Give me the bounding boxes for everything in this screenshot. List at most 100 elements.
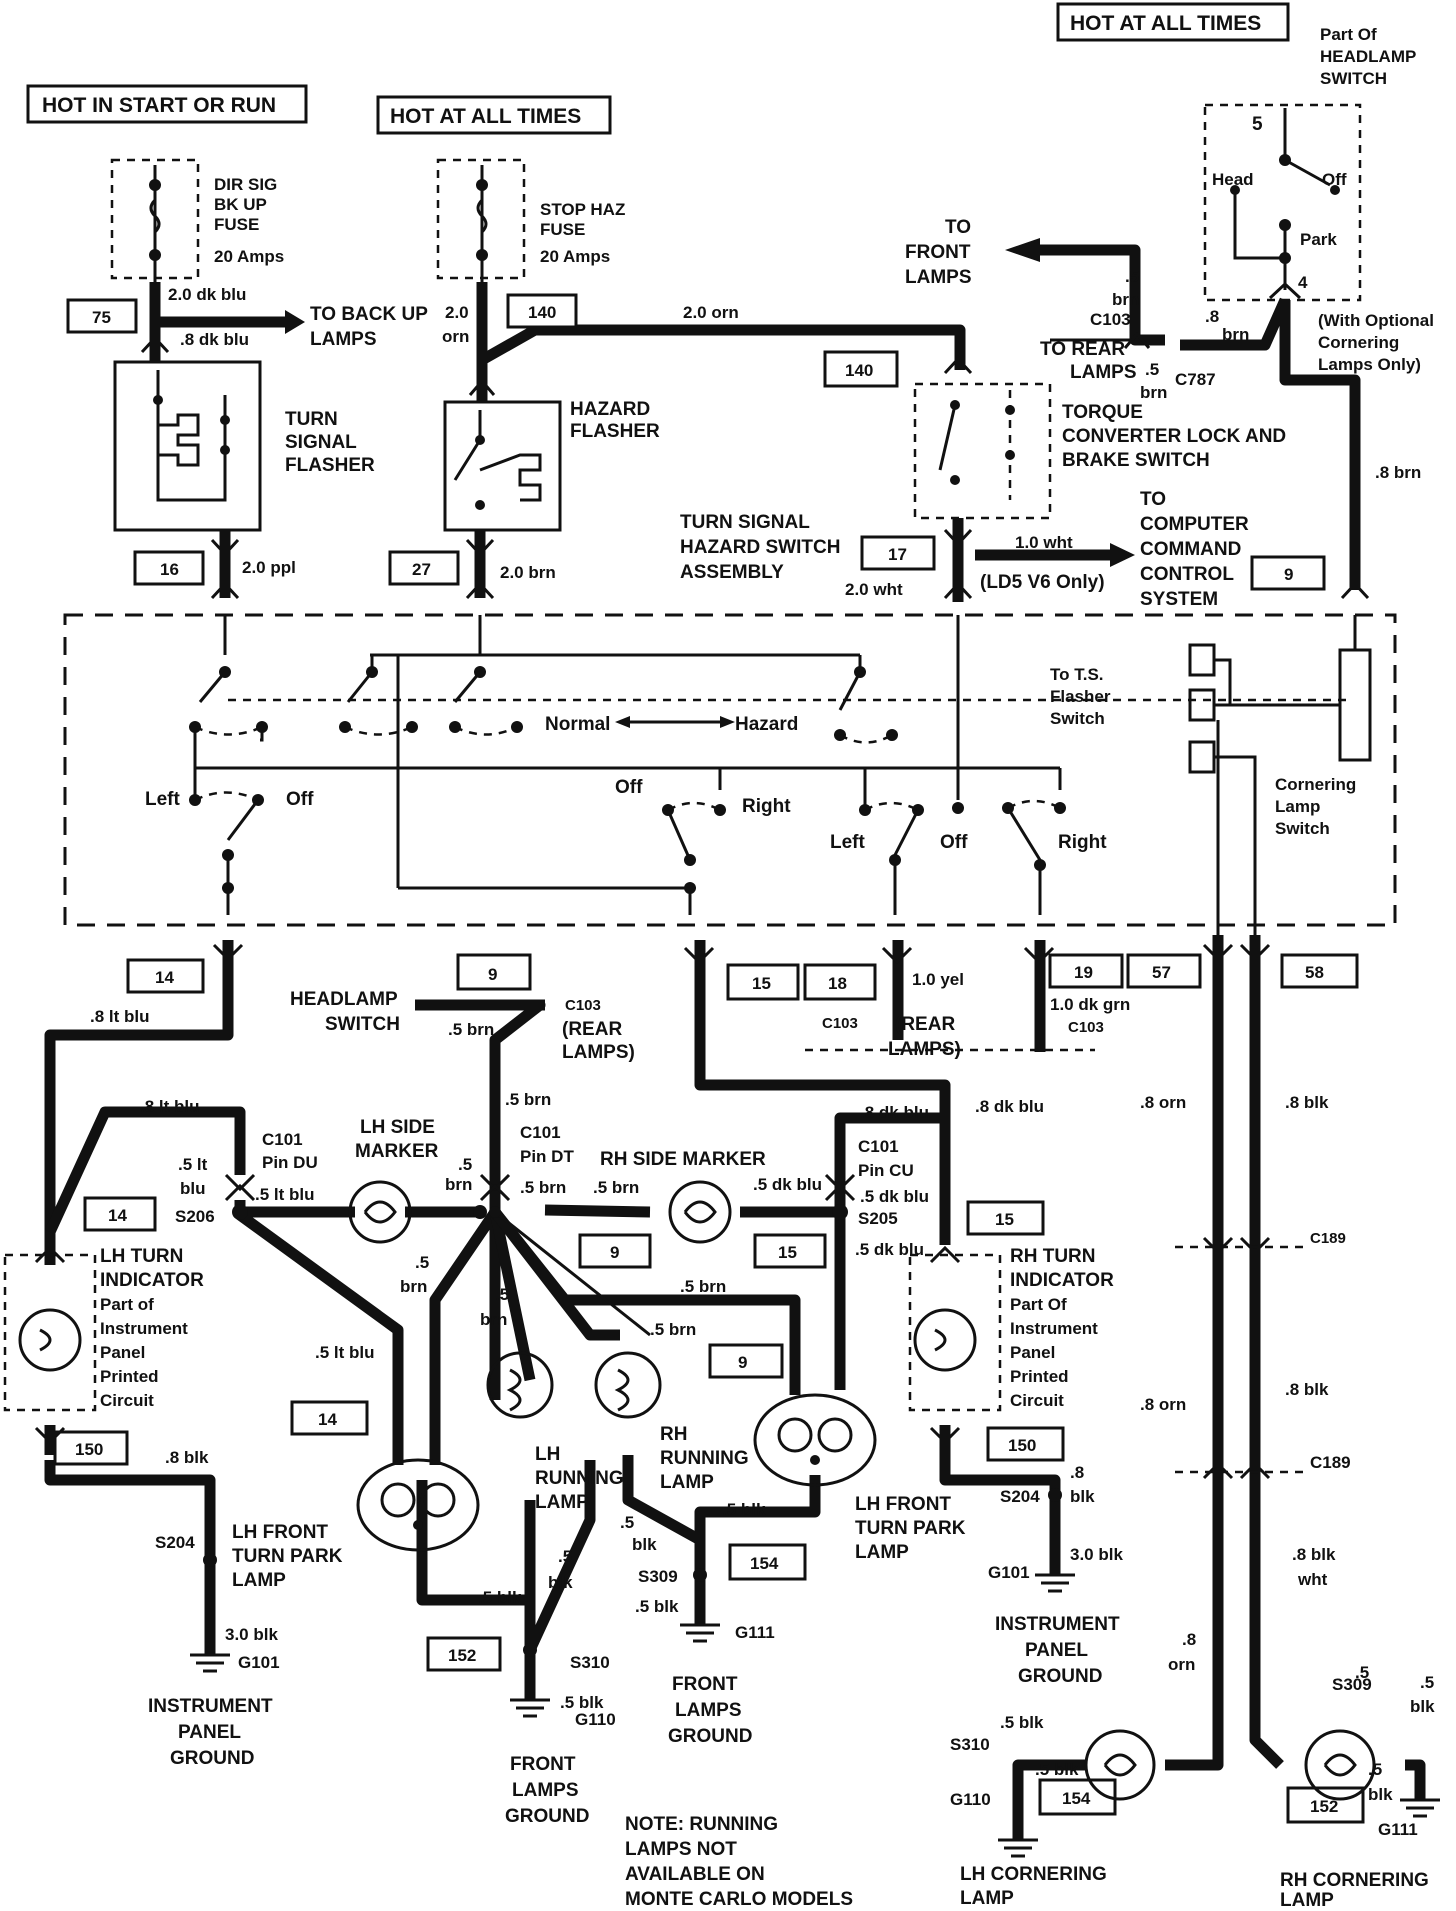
svg-text:LAMPS: LAMPS (905, 267, 972, 288)
svg-text:.8 blk: .8 blk (1285, 1380, 1329, 1399)
header-hot-start-run: HOT IN START OR RUN (26, 84, 308, 124)
svg-text:RUNNING: RUNNING (660, 1448, 749, 1469)
svg-text:CONVERTER LOCK AND: CONVERTER LOCK AND (1062, 426, 1286, 447)
svg-text:Right: Right (742, 796, 791, 817)
lh-side-marker-lamp: LH SIDE MARKER (348, 1117, 439, 1244)
svg-text:Circuit: Circuit (100, 1391, 154, 1410)
svg-text:15: 15 (995, 1210, 1014, 1229)
lh-cornering-lamp: LH CORNERING LAMP (960, 1729, 1156, 1909)
svg-text:TO REAR: TO REAR (1040, 339, 1125, 360)
svg-text:RUNNING: RUNNING (535, 1468, 624, 1489)
svg-text:Cornering: Cornering (1275, 775, 1356, 794)
svg-text:MONTE CARLO MODELS: MONTE CARLO MODELS (625, 1889, 853, 1906)
svg-text:GROUND: GROUND (170, 1748, 254, 1769)
svg-text:PANEL: PANEL (1025, 1640, 1088, 1661)
svg-text:C189: C189 (1310, 1453, 1351, 1472)
svg-text:G101: G101 (988, 1563, 1030, 1582)
svg-text:FLASHER: FLASHER (570, 421, 660, 442)
svg-text:TO BACK UP: TO BACK UP (310, 304, 428, 325)
svg-text:INDICATOR: INDICATOR (1010, 1270, 1114, 1291)
svg-text:LH SIDE: LH SIDE (360, 1117, 435, 1138)
svg-text:FRONT: FRONT (510, 1754, 576, 1775)
svg-text:TORQUE: TORQUE (1062, 402, 1143, 423)
headlamp-switch: 5 Head Off Park 4 Part Of HEADLAMP SWITC… (1203, 25, 1416, 302)
svg-text:154: 154 (750, 1554, 779, 1573)
svg-text:FUSE: FUSE (214, 215, 259, 234)
svg-text:17: 17 (888, 545, 907, 564)
svg-text:blk: blk (1368, 1785, 1393, 1804)
svg-text:LAMP: LAMP (232, 1570, 286, 1591)
svg-text:.8 orn: .8 orn (1140, 1395, 1186, 1414)
svg-text:Off: Off (286, 789, 314, 810)
svg-text:.5 blk: .5 blk (1035, 1760, 1079, 1779)
svg-text:20 Amps: 20 Amps (540, 247, 610, 266)
svg-text:LAMP: LAMP (660, 1472, 714, 1493)
svg-text:1.0 wht: 1.0 wht (1015, 533, 1073, 552)
svg-text:S309: S309 (638, 1567, 678, 1586)
svg-text:PANEL: PANEL (178, 1722, 241, 1743)
svg-text:blk: blk (1410, 1697, 1435, 1716)
svg-text:C103: C103 (565, 997, 601, 1014)
svg-text:2.0 brn: 2.0 brn (500, 563, 556, 582)
svg-text:HOT IN START OR RUN: HOT IN START OR RUN (42, 94, 276, 117)
misc-labels: TO BACK UP LAMPS TO FRONT LAMPS TO REAR … (148, 217, 1249, 1910)
svg-text:COMPUTER: COMPUTER (1140, 514, 1249, 535)
svg-text:LAMPS: LAMPS (1070, 362, 1137, 383)
svg-text:.8 blk: .8 blk (165, 1448, 209, 1467)
svg-text:75: 75 (92, 308, 111, 327)
svg-text:brn: brn (1112, 290, 1139, 309)
svg-text:Park: Park (1300, 230, 1337, 249)
svg-text:.5 brn: .5 brn (680, 1277, 726, 1296)
svg-text:LH CORNERING: LH CORNERING (960, 1864, 1107, 1885)
svg-text:LAMPS NOT: LAMPS NOT (625, 1839, 737, 1860)
svg-text:Normal: Normal (545, 714, 610, 735)
svg-text:S310: S310 (950, 1735, 990, 1754)
svg-text:BK UP: BK UP (214, 195, 267, 214)
svg-text:.5 blk: .5 blk (722, 1500, 766, 1519)
svg-text:CONTROL: CONTROL (1140, 564, 1234, 585)
svg-text:Part of: Part of (100, 1295, 154, 1314)
svg-text:C103: C103 (822, 1015, 858, 1032)
svg-text:blu: blu (180, 1179, 206, 1198)
connector-marks-lower (34, 943, 1271, 1480)
svg-text:.8 dk blu: .8 dk blu (180, 330, 249, 349)
svg-text:BRAKE SWITCH: BRAKE SWITCH (1062, 450, 1210, 471)
svg-text:G111: G111 (1378, 1820, 1418, 1839)
svg-text:2.0 orn: 2.0 orn (683, 303, 739, 322)
svg-text:Printed: Printed (100, 1367, 159, 1386)
svg-text:.8 brn: .8 brn (1375, 463, 1421, 482)
svg-text:2.0 ppl: 2.0 ppl (242, 558, 296, 577)
svg-text:.5 blk: .5 blk (560, 1693, 604, 1712)
svg-text:RH CORNERING: RH CORNERING (1280, 1870, 1429, 1891)
svg-text:14: 14 (155, 968, 174, 987)
svg-text:Off: Off (615, 777, 643, 798)
svg-text:152: 152 (448, 1646, 476, 1665)
svg-text:S204: S204 (1000, 1487, 1040, 1506)
svg-text:brn: brn (480, 1310, 507, 1329)
svg-text:9: 9 (488, 965, 497, 984)
svg-text:.8: .8 (1070, 1463, 1084, 1482)
svg-text:16: 16 (160, 560, 179, 579)
svg-text:HEADLAMP: HEADLAMP (1320, 47, 1416, 66)
svg-text:blk: blk (1070, 1487, 1095, 1506)
svg-text:15: 15 (752, 974, 771, 993)
svg-text:C189: C189 (1310, 1230, 1346, 1247)
svg-text:FLASHER: FLASHER (285, 455, 375, 476)
svg-text:blk: blk (632, 1535, 657, 1554)
svg-text:.5 lt: .5 lt (178, 1155, 208, 1174)
svg-text:Pin DU: Pin DU (262, 1153, 318, 1172)
svg-text:3.0 blk: 3.0 blk (1070, 1545, 1123, 1564)
svg-text:brn: brn (1140, 383, 1167, 402)
svg-text:Printed: Printed (1010, 1367, 1069, 1386)
svg-text:TO: TO (945, 217, 971, 238)
rh-turn-indicator: RH TURN INDICATOR Part Of Instrument Pan… (908, 1246, 1114, 1412)
svg-text:.8: .8 (1205, 307, 1219, 326)
svg-text:TO: TO (1140, 489, 1166, 510)
svg-text:14: 14 (108, 1206, 127, 1225)
svg-text:brn: brn (445, 1175, 472, 1194)
svg-text:Hazard: Hazard (735, 714, 798, 735)
svg-text:.5 dk blu: .5 dk blu (860, 1187, 929, 1206)
svg-text:Pin DT: Pin DT (520, 1147, 574, 1166)
svg-text:S310: S310 (570, 1653, 610, 1672)
